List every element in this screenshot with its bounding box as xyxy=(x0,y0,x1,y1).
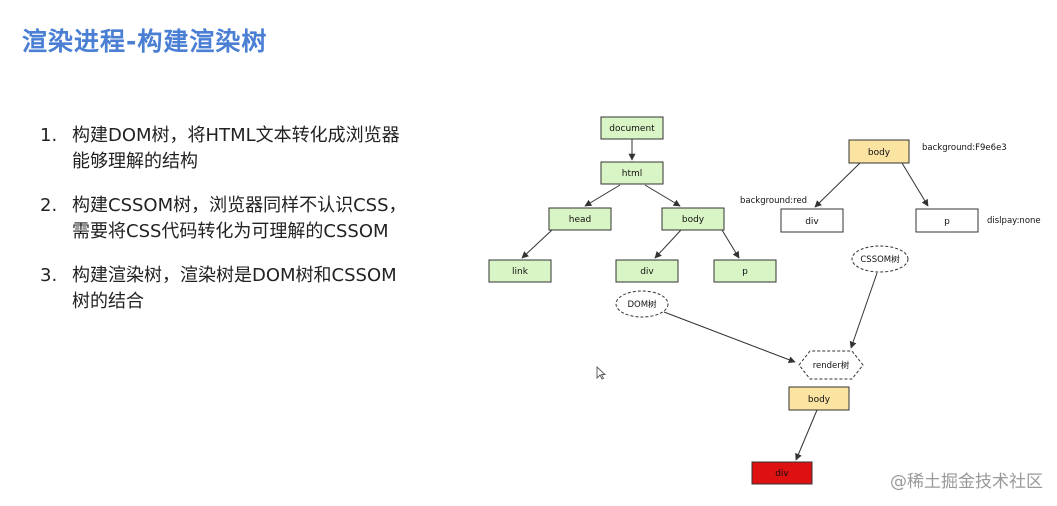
cursor-icon xyxy=(596,366,606,380)
dom-node-div: div xyxy=(615,259,679,283)
list-item: 1. 构建DOM树，将HTML文本转化成浏览器能够理解的结构 xyxy=(40,123,410,175)
dom-node-body-label: body xyxy=(682,215,705,225)
dom-node-head-label: head xyxy=(569,215,591,225)
edge-cssom-to-render xyxy=(849,272,878,349)
dom-node-p-label: p xyxy=(742,267,748,277)
edge-dom-to-render xyxy=(663,311,796,364)
cssom-p-style: dislpay:none xyxy=(987,216,1041,226)
edge-render-body-div xyxy=(795,409,818,461)
render-node-body: body xyxy=(788,386,850,411)
edge-head-link xyxy=(521,229,553,259)
render-node-body-label: body xyxy=(808,395,831,405)
cssom-node-div: div xyxy=(780,208,844,233)
dom-tree-label: DOM树 xyxy=(615,290,669,318)
cssom-tree-label-text: CSSOM树 xyxy=(860,254,900,265)
dom-node-html: html xyxy=(600,161,664,185)
cssom-div-style: background:red xyxy=(740,196,807,206)
render-node-div: div xyxy=(751,461,813,485)
cssom-node-p-label: p xyxy=(944,217,950,227)
edge-body-div xyxy=(654,229,682,259)
page-title: 渲染进程-构建渲染树 xyxy=(22,27,268,56)
cssom-node-body: body xyxy=(848,139,910,164)
list-text: 构建CSSOM树，浏览器同样不认识CSS，需要将CSS代码转化为可理解的CSSO… xyxy=(72,195,407,242)
render-tree-label-text: render树 xyxy=(813,360,850,371)
bullet-list: 1. 构建DOM树，将HTML文本转化成浏览器能够理解的结构 2. 构建CSSO… xyxy=(40,123,410,333)
render-tree-label: render树 xyxy=(798,350,864,380)
dom-node-body: body xyxy=(661,207,725,231)
edge-cssom-body-div xyxy=(814,162,861,208)
list-number: 3. xyxy=(40,265,58,286)
edge-html-body xyxy=(644,184,681,207)
list-text: 构建DOM树，将HTML文本转化成浏览器能够理解的结构 xyxy=(72,125,400,172)
render-node-div-label: div xyxy=(775,469,789,479)
dom-node-div-label: div xyxy=(640,267,654,277)
merge-edges xyxy=(663,272,878,461)
dom-node-html-label: html xyxy=(622,169,643,179)
list-text: 构建渲染树，渲染树是DOM树和CSSOM树的结合 xyxy=(72,265,397,312)
list-number: 2. xyxy=(40,195,58,216)
dom-node-link: link xyxy=(488,259,552,283)
dom-node-document: document xyxy=(600,116,664,140)
edge-cssom-body-p xyxy=(901,162,929,207)
edge-html-head xyxy=(584,184,621,207)
dom-tree-label-text: DOM树 xyxy=(627,299,657,310)
cssom-node-p: p xyxy=(915,208,979,233)
dom-node-p: p xyxy=(713,259,777,283)
list-number: 1. xyxy=(40,125,58,146)
dom-node-head: head xyxy=(548,207,612,231)
dom-node-link-label: link xyxy=(512,267,529,277)
cssom-node-div-label: div xyxy=(805,217,819,227)
list-item: 2. 构建CSSOM树，浏览器同样不认识CSS，需要将CSS代码转化为可理解的C… xyxy=(40,193,410,245)
list-item: 3. 构建渲染树，渲染树是DOM树和CSSOM树的结合 xyxy=(40,263,410,315)
dom-node-document-label: document xyxy=(609,124,655,134)
cssom-body-style: background:F9e6e3 xyxy=(922,143,1007,153)
cssom-tree-label: CSSOM树 xyxy=(851,245,909,273)
watermark: @稀土掘金技术社区 xyxy=(890,472,1043,492)
cssom-tree-edges xyxy=(814,162,929,208)
cssom-node-body-label: body xyxy=(868,148,891,158)
dom-tree-edges xyxy=(521,139,740,259)
edge-body-p xyxy=(721,229,740,259)
